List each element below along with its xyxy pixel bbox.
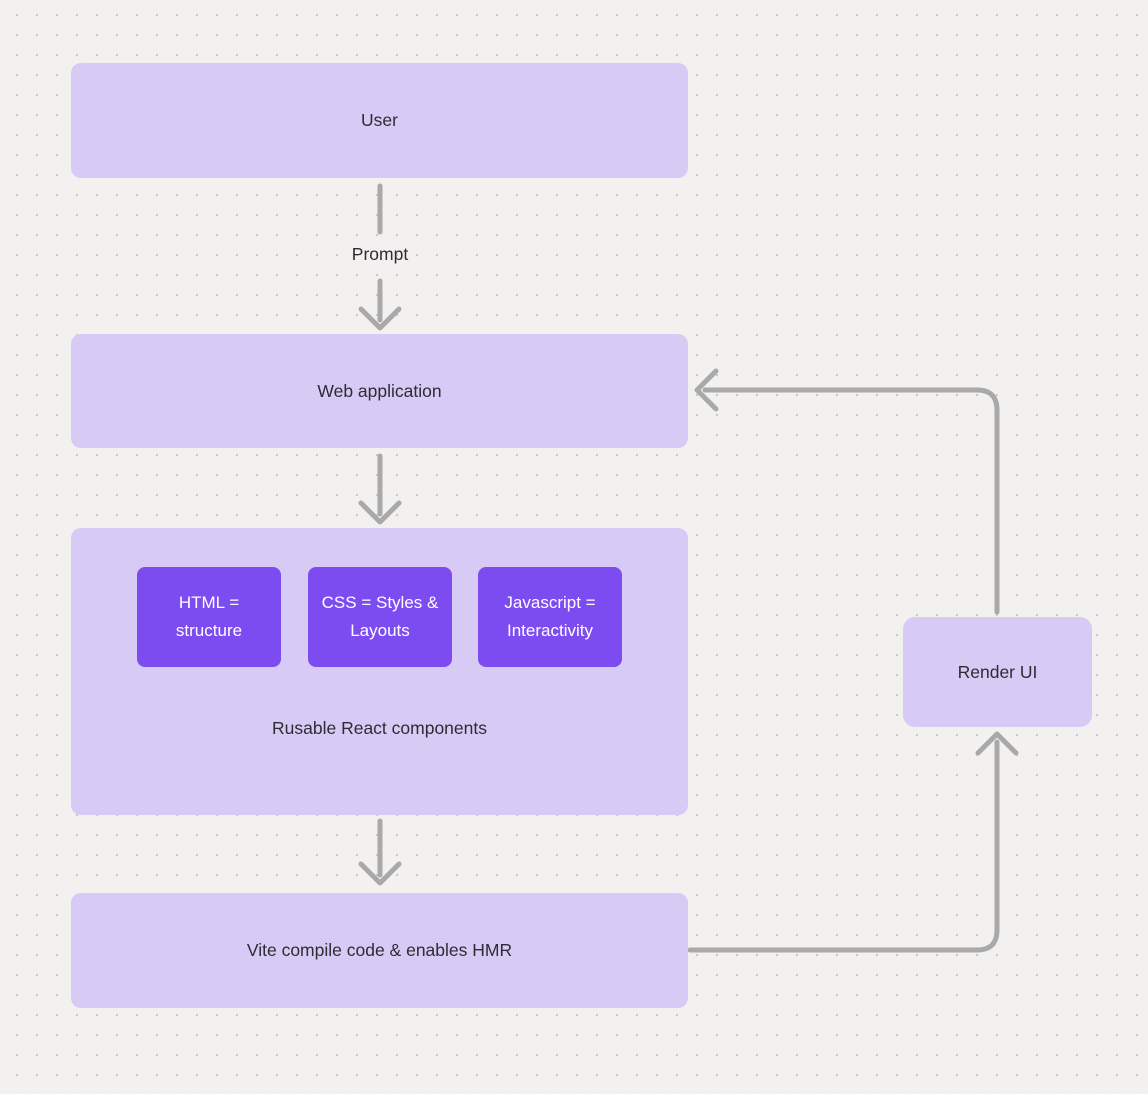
node-web-application[interactable]: Web application: [71, 334, 688, 448]
node-user[interactable]: User: [71, 63, 688, 178]
node-user-label: User: [361, 110, 398, 130]
node-web-application-label: Web application: [317, 380, 442, 401]
node-javascript-label: Javascript = Interactivity: [504, 593, 596, 640]
node-vite-label: Vite compile code & enables HMR: [246, 940, 513, 960]
arrow-webapp-to-components: [358, 453, 402, 525]
node-render-ui[interactable]: Render UI: [903, 617, 1092, 727]
arrow-render-ui-to-webapp: [694, 368, 1000, 615]
node-javascript[interactable]: Javascript = Interactivity: [478, 567, 622, 667]
prompt-edge-label: Prompt: [351, 244, 409, 264]
arrow-prompt-to-webapp: [358, 278, 402, 331]
arrow-components-to-vite: [358, 818, 402, 886]
node-render-ui-label: Render UI: [957, 661, 1038, 682]
node-components-container[interactable]: HTML = structure CSS = Styles & Layouts …: [71, 528, 688, 815]
node-css[interactable]: CSS = Styles & Layouts: [308, 567, 452, 667]
node-vite[interactable]: Vite compile code & enables HMR: [71, 893, 688, 1008]
node-css-label: CSS = Styles & Layouts: [321, 593, 439, 640]
components-caption: Rusable React components: [272, 718, 487, 738]
node-html-label: HTML = structure: [175, 593, 243, 640]
arrow-vite-to-render-ui: [687, 731, 1019, 953]
node-html[interactable]: HTML = structure: [137, 567, 281, 667]
